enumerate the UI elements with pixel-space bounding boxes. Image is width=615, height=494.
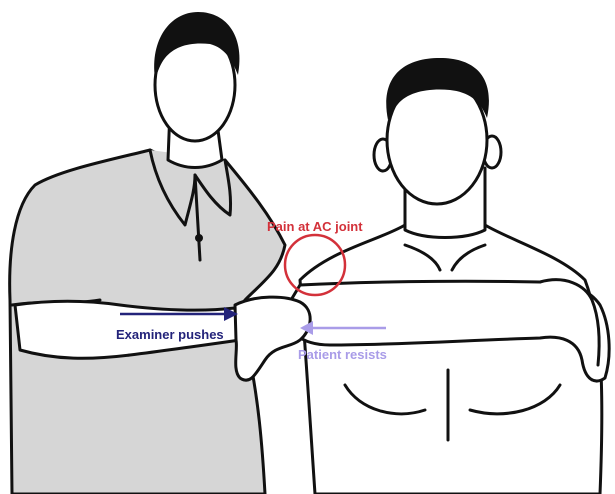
- patient-label: Patient resists: [298, 347, 387, 362]
- examiner-hand: [235, 297, 310, 380]
- examiner-label: Examiner pushes: [116, 327, 224, 342]
- examiner-head: [154, 12, 239, 141]
- examiner-button: [197, 236, 202, 241]
- pain-label: Pain at AC joint: [267, 219, 363, 234]
